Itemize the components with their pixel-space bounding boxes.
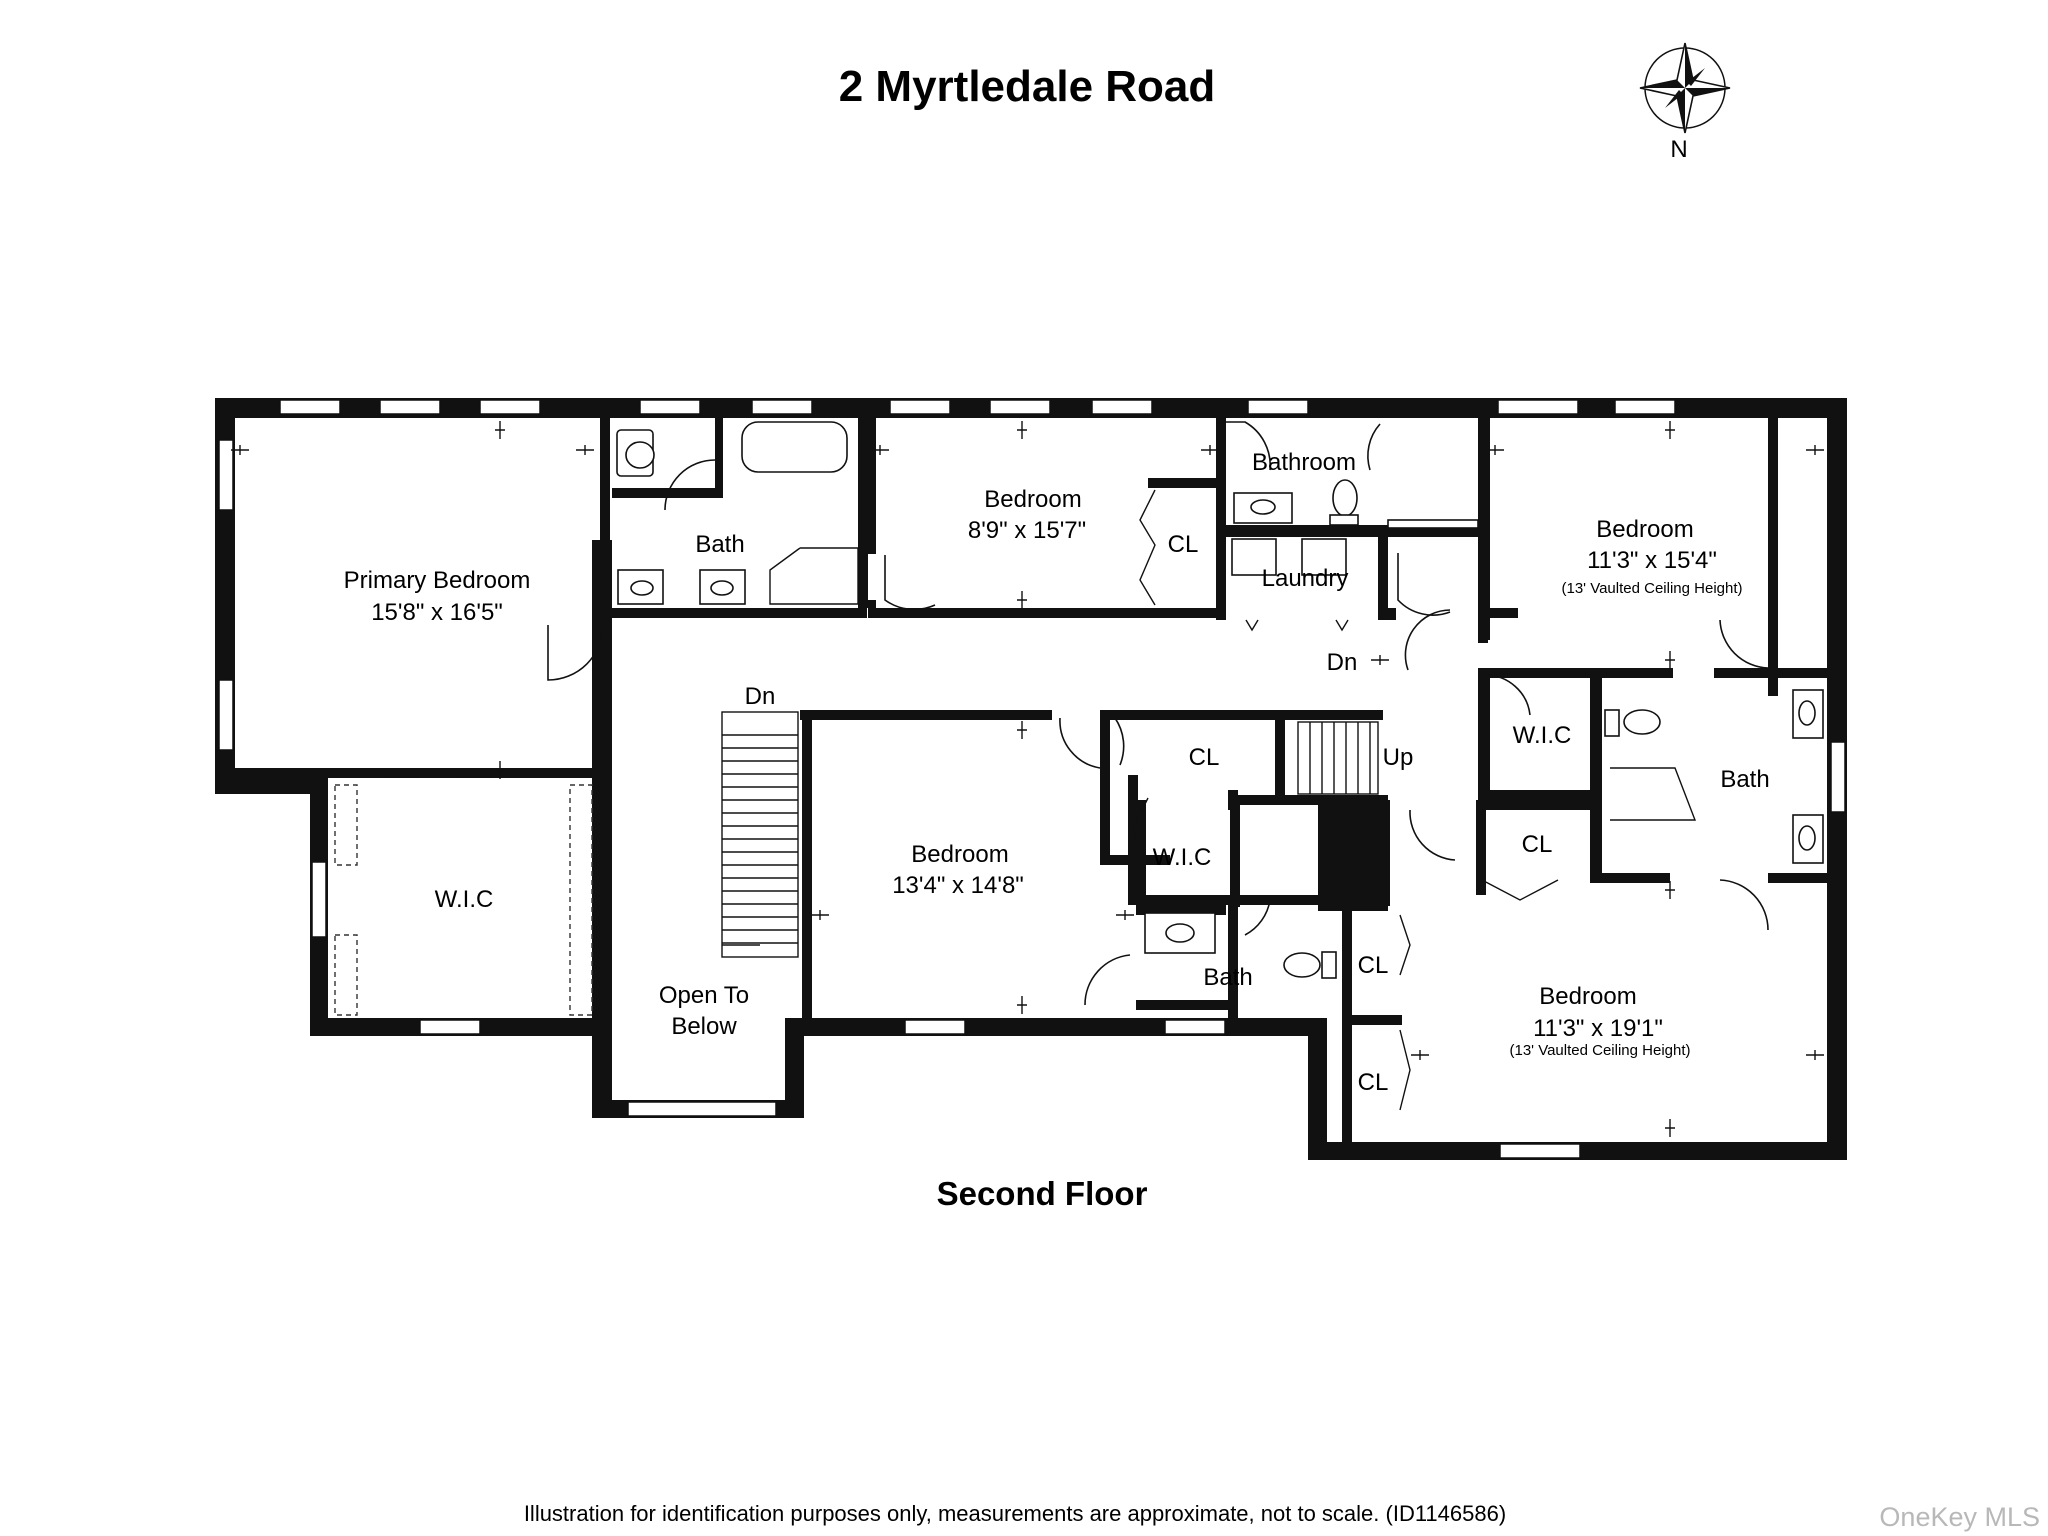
compass-north-label: N [1670,136,1687,163]
bedroom-small-size: 8'9" x 15'7" [968,517,1086,544]
dimension-tick [576,445,594,455]
dimension-markers [231,421,1824,1137]
dimension-tick [1017,591,1027,609]
dimension-tick [1665,881,1675,899]
dimension-tick [1116,910,1134,920]
closet-se-2-name: CL [1358,1069,1389,1096]
bedroom-small-name: Bedroom [984,486,1081,513]
bedroom-ne-name: Bedroom [1596,516,1693,543]
dimension-tick [231,445,249,455]
open-to-below-line1: Open To [659,982,749,1009]
fixtures [334,421,1824,1016]
bedroom-ne-note: (13' Vaulted Ceiling Height) [1561,580,1742,597]
primary-bedroom-name: Primary Bedroom [344,567,531,594]
room-labels: Primary Bedroom 15'8" x 16'5" Bath W.I.C… [344,449,1770,1096]
dimension-tick [1017,996,1027,1014]
dimension-tick [495,761,505,779]
stair-up-label: Up [1383,744,1414,771]
dimension-tick [1017,421,1027,439]
hall-stair-down-label: Dn [1327,649,1358,676]
bedroom-small-closet-name: CL [1168,531,1199,558]
closet-center-name: CL [1189,744,1220,771]
laundry-name: Laundry [1262,565,1349,592]
dimension-tick [1665,421,1675,439]
doors [383,421,1769,1111]
dimension-tick [871,445,889,455]
dimension-tick [1201,445,1219,455]
dimension-tick [1806,445,1824,455]
primary-bedroom-size: 15'8" x 16'5" [371,599,503,626]
hall-staircase [1297,721,1390,906]
watermark-text: OneKey MLS [1879,1502,2040,1532]
windows [218,399,1846,1159]
closet-se-1-name: CL [1358,952,1389,979]
primary-wic-name: W.I.C [435,886,494,913]
bathroom-hall-name: Bathroom [1252,449,1356,476]
bedroom-center-wic-name: W.I.C [1153,844,1212,871]
bath-center-name: Bath [1203,964,1252,991]
dimension-tick [811,910,829,920]
bedroom-ne-size: 11'3" x 15'4" [1587,547,1717,574]
primary-bath-name: Bath [695,531,744,558]
dimension-tick [1665,1119,1675,1137]
bedroom-se-name: Bedroom [1539,983,1636,1010]
floor-label: Second Floor [937,1175,1148,1212]
stair-down-label: Dn [745,683,776,710]
closet-east-name: CL [1522,831,1553,858]
disclaimer-text: Illustration for identification purposes… [524,1501,1506,1526]
plan-title: 2 Myrtledale Road [839,62,1216,111]
dimension-tick [1486,445,1504,455]
bedroom-center-size: 13'4" x 14'8" [892,872,1024,899]
main-staircase [721,711,799,958]
dimension-tick [1665,651,1675,669]
compass-rose-icon [1639,42,1731,134]
bedroom-center-name: Bedroom [911,841,1008,868]
dimension-tick [1371,655,1389,665]
bedroom-ne-bath-name: Bath [1720,766,1769,793]
dimension-tick [1017,721,1027,739]
dimension-tick [1411,1050,1429,1060]
dimension-tick [495,421,505,439]
bedroom-se-note: (13' Vaulted Ceiling Height) [1509,1042,1690,1059]
bedroom-ne-wic-name: W.I.C [1513,722,1572,749]
interior-walls [235,418,1827,1145]
open-to-below-line2: Below [671,1013,737,1040]
bedroom-se-size: 11'3" x 19'1" [1533,1015,1663,1042]
dimension-tick [1806,1050,1824,1060]
